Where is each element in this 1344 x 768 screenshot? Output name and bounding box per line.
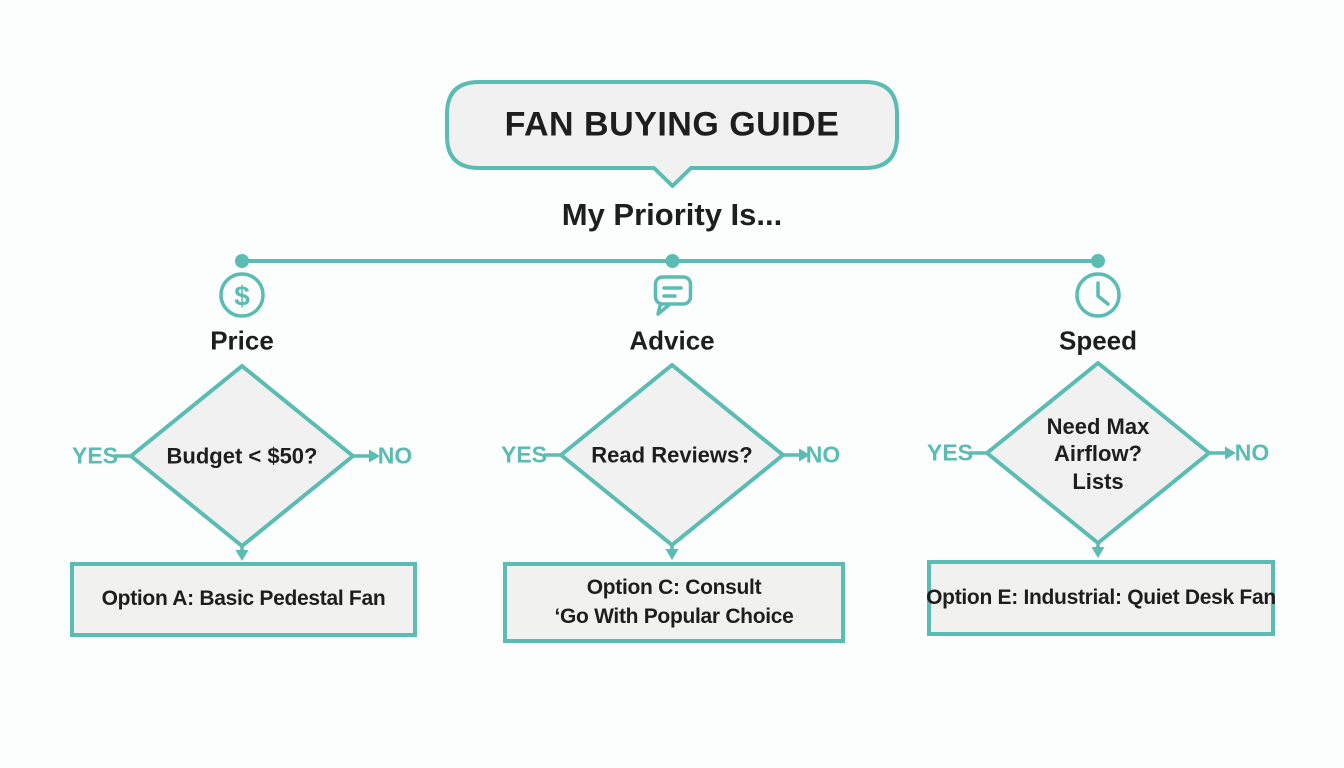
result-line: Option E: Industrial: Quiet Desk Fan — [926, 585, 1276, 609]
result-line: Option A: Basic Pedestal Fan — [101, 587, 386, 611]
yes-label-speed: YES — [926, 439, 974, 466]
speech-bubble-shape — [445, 80, 899, 188]
down-arrowheads — [235, 547, 1105, 561]
yes-connectors — [114, 451, 987, 458]
clock-icon — [1075, 272, 1121, 318]
yes-label-price: YES — [71, 442, 119, 469]
no-arrowheads — [369, 446, 1236, 463]
result-box-advice: Option C: Consult ʻGo With Popular Choic… — [503, 562, 845, 643]
branch-label-speed: Speed — [1058, 325, 1138, 356]
yes-label-advice: YES — [500, 441, 548, 468]
dollar-circle-icon: $ — [219, 272, 265, 318]
no-label-advice: NO — [805, 441, 841, 468]
connector-dot-center — [665, 254, 680, 268]
question-advice: Read Reviews? — [567, 441, 777, 468]
no-arrows — [353, 451, 1225, 458]
result-line: Option C: Consult — [586, 576, 762, 600]
page-title: FAN BUYING GUIDE — [504, 105, 840, 144]
result-line: ʻGo With Popular Choice — [554, 604, 794, 628]
question-line: Read Reviews? — [591, 442, 753, 468]
dollar-sign-glyph: $ — [234, 281, 250, 312]
connector-dot-left — [235, 254, 249, 268]
question-price: Budget < $50? — [137, 442, 347, 469]
question-speed: Need Max Airflow? Lists — [993, 413, 1203, 495]
no-label-price: NO — [377, 442, 413, 469]
chat-bubble-icon — [653, 275, 693, 316]
connector-dot-right — [1091, 254, 1105, 268]
question-line: Need Max — [1046, 414, 1150, 440]
no-label-speed: NO — [1234, 439, 1270, 466]
result-box-speed: Option E: Industrial: Quiet Desk Fan — [926, 560, 1276, 636]
question-line: Lists — [1072, 468, 1124, 494]
question-line: Budget < $50? — [166, 443, 318, 469]
question-line: Airflow? — [1054, 441, 1142, 467]
subtitle: My Priority Is... — [561, 197, 783, 232]
result-box-price: Option A: Basic Pedestal Fan — [70, 562, 417, 637]
branch-label-price: Price — [210, 325, 274, 356]
branch-label-advice: Advice — [629, 325, 715, 356]
